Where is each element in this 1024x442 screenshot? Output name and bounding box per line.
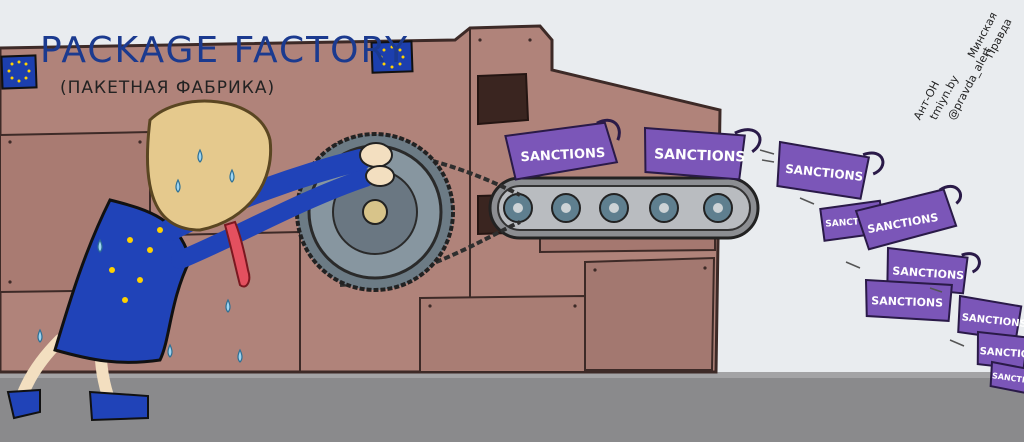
ground xyxy=(0,372,1024,442)
eu-flag-right xyxy=(370,40,414,74)
bag-label-9: SANCTIONS xyxy=(979,346,1024,362)
woman-figure xyxy=(6,99,395,422)
bag-1: SANCTIONS xyxy=(504,118,621,181)
motion-lines xyxy=(759,149,965,347)
bag-label-6: SANCTIONS xyxy=(892,264,965,282)
bag-5: SANCTIONS xyxy=(854,184,963,251)
bag-label-2: SANCTIONS xyxy=(654,146,746,165)
bag-10: SANCTIONS xyxy=(989,360,1024,395)
artist-credits: Ант-ОН tmiyn.by @pravda_alert Минская Пр… xyxy=(905,4,1021,122)
eu-flag-left xyxy=(0,54,38,90)
conveyor-belt xyxy=(488,176,760,240)
bag-label-1: SANCTIONS xyxy=(520,146,606,165)
sanction-bags: SANCTIONS SANCTIONS SANCTIONS SANCTIONS … xyxy=(504,118,1024,395)
ground-edge xyxy=(0,372,1024,378)
factory-sign-title: PACKAGE FACTORY xyxy=(40,30,410,71)
bag-8: SANCTIONS xyxy=(957,294,1024,342)
bag-2: SANCTIONS xyxy=(643,126,762,181)
bag-3: SANCTIONS xyxy=(776,140,885,200)
bag-7: SANCTIONS xyxy=(864,278,953,322)
bag-label-7: SANCTIONS xyxy=(871,294,943,310)
factory-sign-subtitle: (ПАКЕТНАЯ ФАБРИКА) xyxy=(60,78,276,98)
